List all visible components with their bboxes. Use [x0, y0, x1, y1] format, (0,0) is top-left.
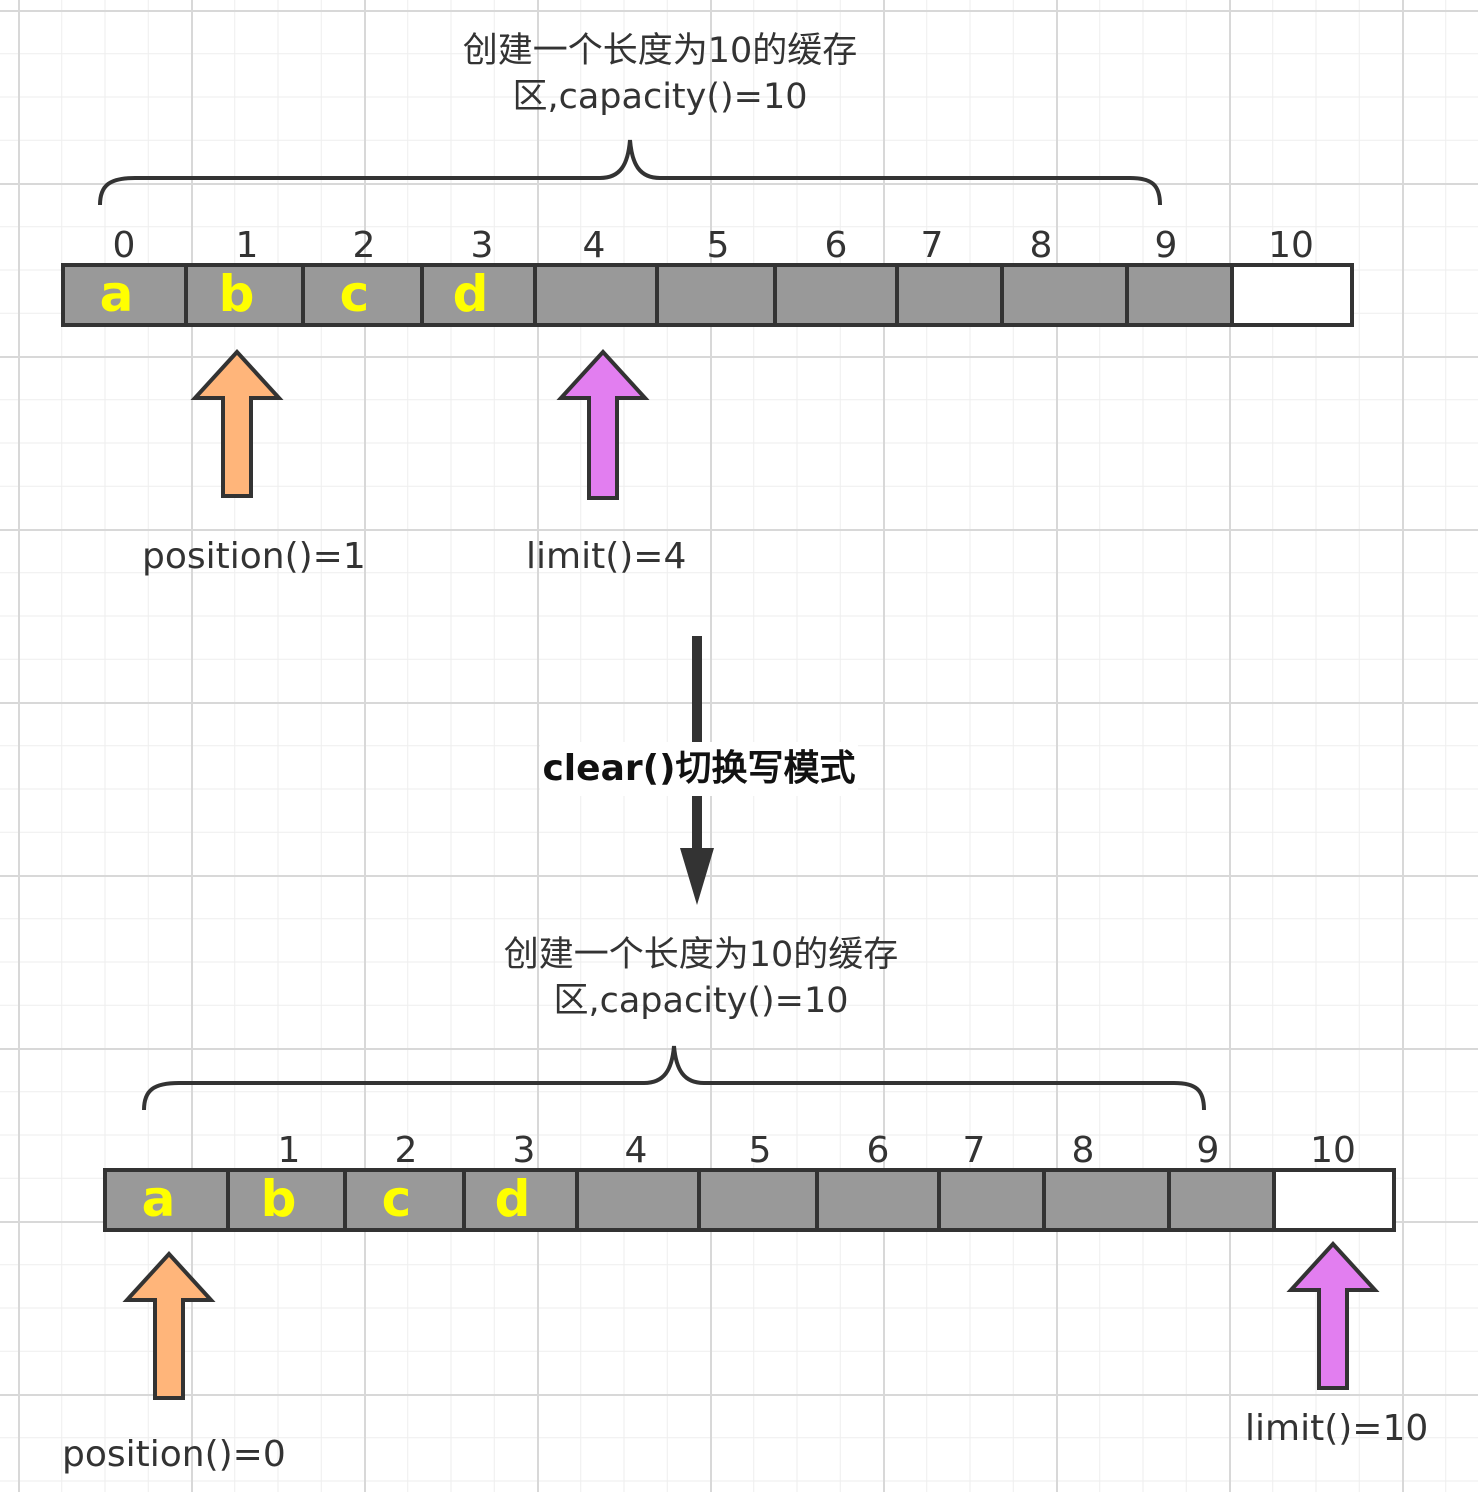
bottom-cell-value-2: c	[382, 1170, 412, 1228]
top-cell-8	[1000, 263, 1129, 327]
bottom-index-5: 5	[749, 1130, 772, 1171]
pointer-arrows	[122, 349, 1380, 1400]
bottom-cell-9	[1167, 1168, 1276, 1232]
transition-label: clear()切换写模式	[540, 742, 858, 796]
bottom-cell-value-0: a	[142, 1170, 176, 1228]
top-index-0: 0	[113, 225, 136, 266]
top-caption-line1: 创建一个长度为10的缓存	[462, 31, 858, 71]
top-index-5: 5	[707, 225, 730, 266]
top-cell-value-2: c	[340, 265, 370, 323]
bottom-position-label: position()=0	[62, 1434, 286, 1475]
bottom-index-10: 10	[1310, 1130, 1356, 1171]
top-index-7: 7	[921, 225, 944, 266]
bottom-index-4: 4	[625, 1130, 648, 1171]
top-index-6: 6	[825, 225, 848, 266]
top-cell-value-1: b	[219, 265, 255, 323]
top-index-1: 1	[236, 225, 259, 266]
top-position-label: position()=1	[142, 536, 366, 577]
bottom-caption: 创建一个长度为10的缓存 区,capacity()=10	[441, 932, 961, 1024]
bottom-caption-line2: 区,capacity()=10	[553, 981, 849, 1021]
bottom-cell-7	[937, 1168, 1046, 1232]
bottom-limit-label: limit()=10	[1245, 1408, 1429, 1449]
bottom-cell-8	[1042, 1168, 1171, 1232]
bottom-cell-4	[575, 1168, 701, 1232]
bottom-index-9: 9	[1197, 1130, 1220, 1171]
bottom-cell-value-1: b	[261, 1170, 297, 1228]
top-cell-2	[301, 263, 424, 327]
top-buffer-cells: a b c d	[61, 263, 1354, 327]
top-cell-value-0: a	[100, 265, 134, 323]
top-index-3: 3	[471, 225, 494, 266]
bottom-index-8: 8	[1072, 1130, 1095, 1171]
bottom-cell-6	[815, 1168, 941, 1232]
bottom-cell-5	[697, 1168, 819, 1232]
bottom-index-2: 2	[395, 1130, 418, 1171]
transition-arrow-head	[680, 848, 714, 905]
bottom-caption-line1: 创建一个长度为10的缓存	[503, 935, 899, 975]
bottom-index-1: 1	[278, 1130, 301, 1171]
top-index-2: 2	[353, 225, 376, 266]
top-limit-arrow	[556, 349, 650, 500]
bottom-cell-0	[103, 1168, 230, 1232]
top-cell-5	[655, 263, 777, 327]
bottom-position-arrow	[122, 1251, 216, 1400]
top-cell-9	[1125, 263, 1234, 327]
top-cell-4	[533, 263, 659, 327]
top-index-9: 9	[1155, 225, 1178, 266]
top-cell-6	[773, 263, 899, 327]
top-index-8: 8	[1030, 225, 1053, 266]
top-cell-value-3: d	[453, 265, 489, 323]
bottom-capacity-brace	[142, 1045, 1206, 1111]
bottom-cell-value-3: d	[495, 1170, 531, 1228]
top-cell-3	[420, 263, 537, 327]
bottom-buffer-cells: a b c d	[103, 1168, 1396, 1232]
top-index-labels: 0 1 2 3 4 5 6 7 8 9 10	[113, 225, 1314, 266]
bottom-index-7: 7	[963, 1130, 986, 1171]
bottom-index-6: 6	[867, 1130, 890, 1171]
top-caption: 创建一个长度为10的缓存 区,capacity()=10	[400, 28, 920, 120]
bottom-limit-arrow	[1286, 1241, 1380, 1390]
top-index-10: 10	[1268, 225, 1314, 266]
bottom-cell-3	[462, 1168, 579, 1232]
top-position-arrow	[190, 349, 284, 498]
top-capacity-brace	[98, 139, 1162, 206]
bottom-index-3: 3	[513, 1130, 536, 1171]
top-caption-line2: 区,capacity()=10	[512, 77, 808, 117]
bottom-index-labels: 1 2 3 4 5 6 7 8 9 10	[278, 1130, 1356, 1171]
top-index-4: 4	[583, 225, 606, 266]
bottom-cell-2	[343, 1168, 466, 1232]
top-limit-label: limit()=4	[526, 536, 687, 577]
top-cell-10	[1230, 263, 1354, 327]
bottom-cell-10	[1272, 1168, 1396, 1232]
top-cell-7	[895, 263, 1004, 327]
